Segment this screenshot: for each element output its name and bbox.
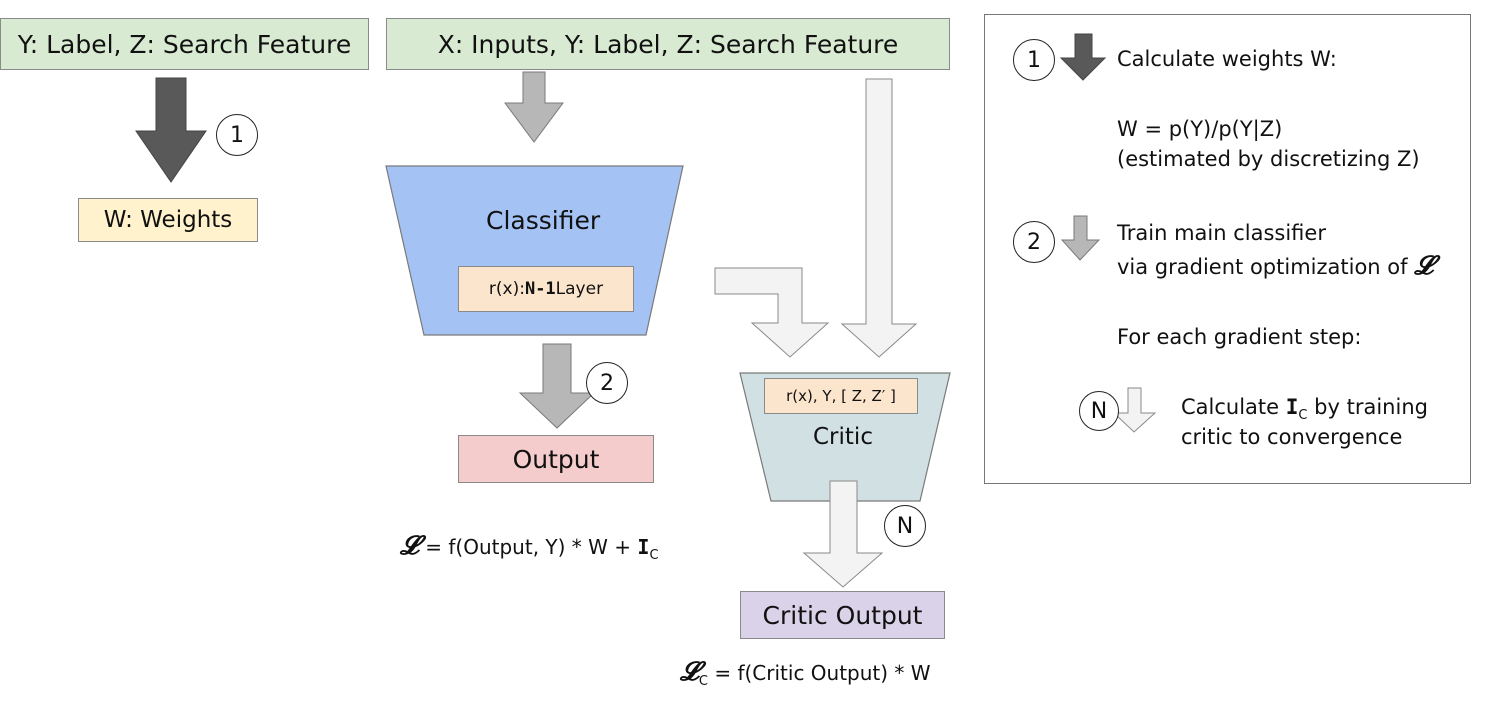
legend-marker-1: 1 xyxy=(1013,39,1055,81)
layer-suffix: Layer xyxy=(555,279,604,299)
arrow-inputs-to-critic xyxy=(840,78,918,358)
legend-light-arrow-icon xyxy=(1112,387,1157,433)
legend-mid-arrow-icon xyxy=(1060,215,1101,261)
layer-box: r(x): N-1 Layer xyxy=(458,266,634,312)
loss-main: = f(Output, Y) * W + xyxy=(418,535,638,559)
critic-output-label: Critic Output xyxy=(762,600,923,630)
legend-dark-arrow-icon xyxy=(1059,33,1107,81)
top-left-input-label: Y: Label, Z: Search Feature xyxy=(17,29,352,59)
legend-stepN-line1: Calculate IC by training xyxy=(1181,395,1428,424)
critic-inputs-label: r(x), Y, [ Z, Z′ ] xyxy=(786,387,896,405)
step-marker-n: N xyxy=(884,505,926,547)
arrow-inputs-to-classifier xyxy=(504,71,564,143)
loss-equation: 𝓛 = f(Output, Y) * W + IC xyxy=(400,531,659,563)
critic-label: Critic xyxy=(813,424,873,450)
legend-ic: I xyxy=(1285,395,1299,419)
legend-step1-note: (estimated by discretizing Z) xyxy=(1117,147,1420,171)
legend-step2-line1: Train main classifier xyxy=(1117,221,1326,245)
critic-inputs-box: r(x), Y, [ Z, Z′ ] xyxy=(764,378,918,414)
legend-loss-symbol: 𝓛 xyxy=(1414,251,1434,281)
arrow-critic-to-output xyxy=(802,480,884,588)
legend-marker-2: 2 xyxy=(1013,221,1055,263)
loss-ic-sub: C xyxy=(649,548,659,563)
arrow-classifier-to-output xyxy=(518,343,596,429)
top-center-input-label: X: Inputs, Y: Label, Z: Search Feature xyxy=(437,29,899,59)
output-label: Output xyxy=(512,444,600,474)
critic-loss-sub: C xyxy=(698,674,708,689)
step-marker-1: 1 xyxy=(216,114,258,156)
weights-label: W: Weights xyxy=(103,207,233,233)
legend-stepN-line2: critic to convergence xyxy=(1181,425,1403,449)
weights-box: W: Weights xyxy=(78,198,258,242)
layer-prefix: r(x): xyxy=(488,279,525,299)
critic-output-box: Critic Output xyxy=(740,591,945,639)
legend-ic-sub: C xyxy=(1298,408,1308,424)
layer-code: N-1 xyxy=(524,279,556,299)
classifier-label: Classifier xyxy=(486,206,601,235)
dark-arrow-step1 xyxy=(135,77,207,183)
legend-step1-formula: W = p(Y)/p(Y|Z) xyxy=(1117,117,1283,141)
legend-marker-n: N xyxy=(1079,391,1119,431)
loss-symbol: 𝓛 xyxy=(400,531,419,561)
legend-step2-line2: via gradient optimization of 𝓛 xyxy=(1117,251,1434,281)
loss-ic: I xyxy=(637,535,650,559)
top-center-input-box: X: Inputs, Y: Label, Z: Search Feature xyxy=(386,18,950,70)
legend-step1-title: Calculate weights W: xyxy=(1117,47,1337,71)
critic-loss-symbol: 𝓛 xyxy=(680,657,699,687)
output-box: Output xyxy=(458,435,654,483)
arrow-layer-to-critic xyxy=(714,267,830,358)
top-left-input-box: Y: Label, Z: Search Feature xyxy=(0,18,369,70)
legend-panel: 1 Calculate weights W: W = p(Y)/p(Y|Z) (… xyxy=(984,14,1471,484)
step-marker-2: 2 xyxy=(586,362,628,404)
legend-each-step: For each gradient step: xyxy=(1117,325,1362,349)
critic-loss-main: = f(Critic Output) * W xyxy=(707,661,931,685)
critic-loss-equation: 𝓛C = f(Critic Output) * W xyxy=(680,657,931,689)
